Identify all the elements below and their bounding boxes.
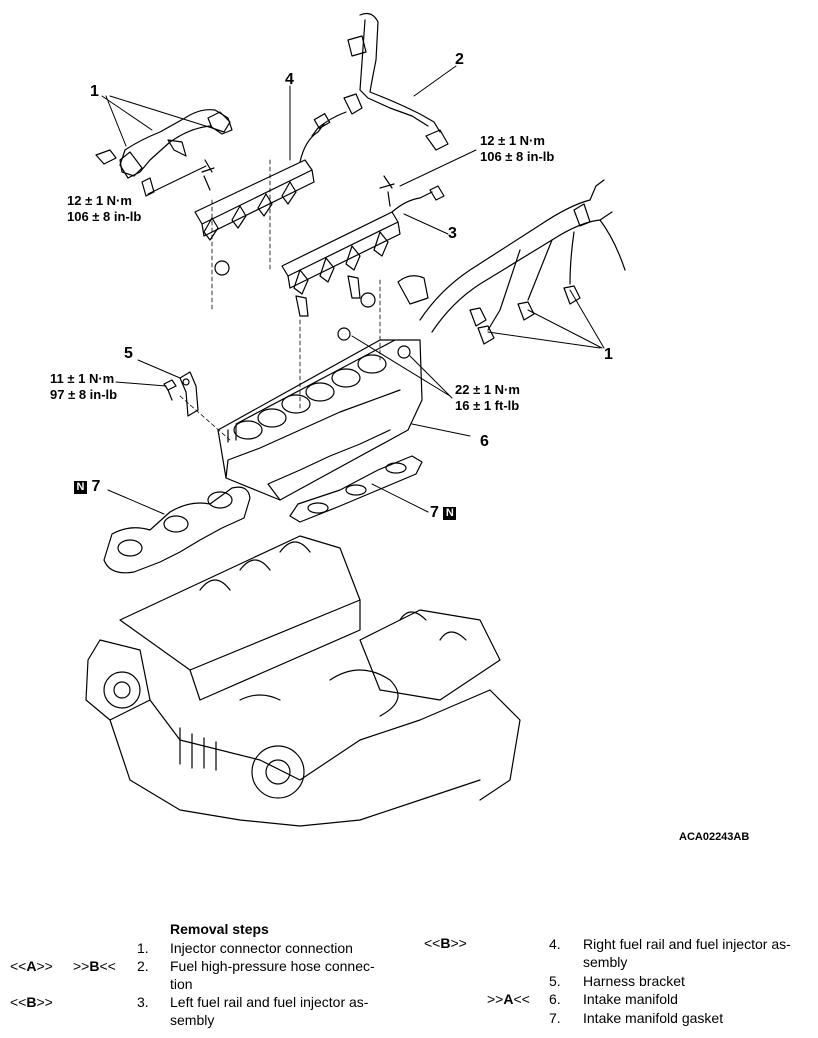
step-7-text: Intake manifold gasket <box>583 1010 724 1026</box>
step-2-text: Fuel high-pressure hose connec- tion <box>170 958 375 992</box>
torque-harness-bracket: 11 ± 1 N·m 97 ± 8 in-lb <box>50 371 118 402</box>
step-number: 6. <box>549 991 561 1007</box>
harness-bracket <box>163 371 199 417</box>
callout-7-right: 7 N <box>430 505 457 521</box>
step-number: 7. <box>549 1010 561 1026</box>
callout-5: 5 <box>124 345 133 362</box>
step-number: 3. <box>137 994 149 1010</box>
left-fuel-rail <box>194 113 331 276</box>
step-number: 4. <box>549 936 561 952</box>
leader-lines <box>101 65 605 515</box>
intake-gasket-right <box>289 455 423 523</box>
new-part-badge: N <box>74 481 87 494</box>
engine-wiring-harness <box>397 179 626 345</box>
alignment-lines <box>179 159 381 441</box>
right-fuel-rail <box>281 175 433 317</box>
step-1-text: Injector connector connection <box>170 940 353 956</box>
exploded-view-diagram <box>85 12 626 827</box>
step-number: 1. <box>137 940 149 956</box>
fuel-high-pressure-hose <box>311 12 449 201</box>
marker-removal-a: <<A>> <box>10 958 53 974</box>
step-6-text: Intake manifold <box>583 991 678 1007</box>
step-4-text: Right fuel rail and fuel injector as- se… <box>583 936 791 970</box>
callout-3: 3 <box>448 225 457 242</box>
intake-gasket-left <box>103 486 251 574</box>
callout-7-left: N 7 <box>74 479 100 495</box>
callout-6: 6 <box>480 433 489 450</box>
callout-2: 2 <box>455 51 464 68</box>
injector-harness-left <box>95 109 233 197</box>
figure-code: ACA02243AB <box>679 831 750 843</box>
torque-left-fuel-rail: 12 ± 1 N·m 106 ± 8 in-lb <box>67 193 142 224</box>
callout-1-top: 1 <box>90 83 99 100</box>
callout-1-right: 1 <box>604 346 613 363</box>
marker-install-b: >>B<< <box>73 958 116 974</box>
step-3-text: Left fuel rail and fuel injector as- sem… <box>170 994 369 1028</box>
step-number: 2. <box>137 958 149 974</box>
engine-block <box>85 535 521 827</box>
marker-removal-b-right: <<B>> <box>424 935 467 951</box>
step-number: 5. <box>549 973 561 989</box>
torque-right-fuel-rail: 12 ± 1 N·m 106 ± 8 in-lb <box>480 133 555 164</box>
removal-steps-heading: Removal steps <box>170 921 269 937</box>
new-part-badge: N <box>443 507 457 520</box>
torque-intake-manifold: 22 ± 1 N·m 16 ± 1 ft-lb <box>455 382 520 413</box>
intake-manifold <box>217 327 423 501</box>
marker-install-a: >>A<< <box>487 991 530 1007</box>
step-5-text: Harness bracket <box>583 973 685 989</box>
marker-removal-b: <<B>> <box>10 994 53 1010</box>
callout-4: 4 <box>285 71 294 88</box>
